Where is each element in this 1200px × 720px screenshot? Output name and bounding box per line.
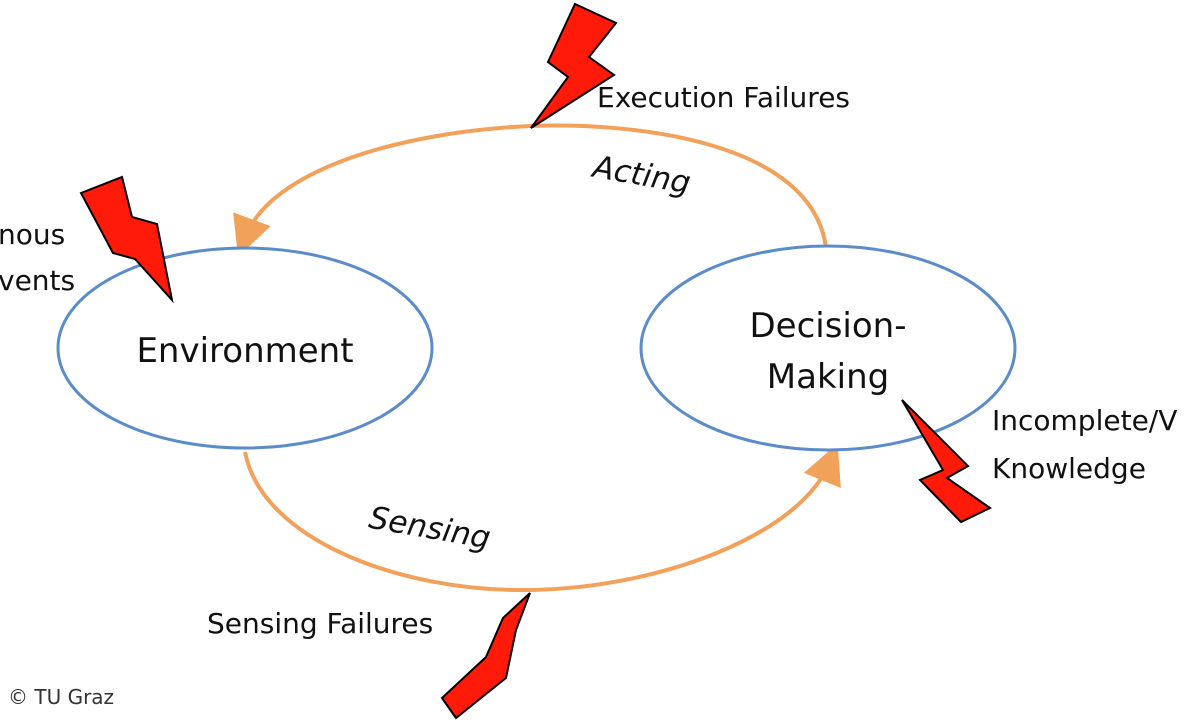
copyright-notice: © TU Graz	[8, 685, 114, 709]
acting-label: Acting	[588, 149, 693, 202]
exogenous-events-label-line2: vents	[0, 264, 75, 297]
acting-arrow	[233, 123, 828, 257]
execution-failures-label: Execution Failures	[597, 81, 850, 114]
sensing-arrow	[243, 443, 841, 593]
sensing-failure-bolt-icon	[440, 592, 531, 720]
knowledge-label-line2: Knowledge	[992, 452, 1146, 485]
decision-making-node	[639, 244, 1017, 452]
exogenous-event-bolt-icon	[79, 175, 174, 304]
sensing-label: Sensing	[366, 500, 493, 557]
environment-label: Environment	[136, 331, 353, 371]
knowledge-label-line1: Incomplete/V	[992, 404, 1177, 437]
decision-label-line1: Decision-	[749, 306, 906, 346]
sensing-failures-label: Sensing Failures	[207, 607, 433, 640]
execution-failure-bolt-icon	[530, 2, 618, 129]
decision-label-line2: Making	[767, 357, 889, 397]
exogenous-events-label-line1: nous	[0, 218, 65, 251]
knowledge-bolt-icon	[901, 399, 992, 524]
environment-node	[56, 246, 434, 450]
